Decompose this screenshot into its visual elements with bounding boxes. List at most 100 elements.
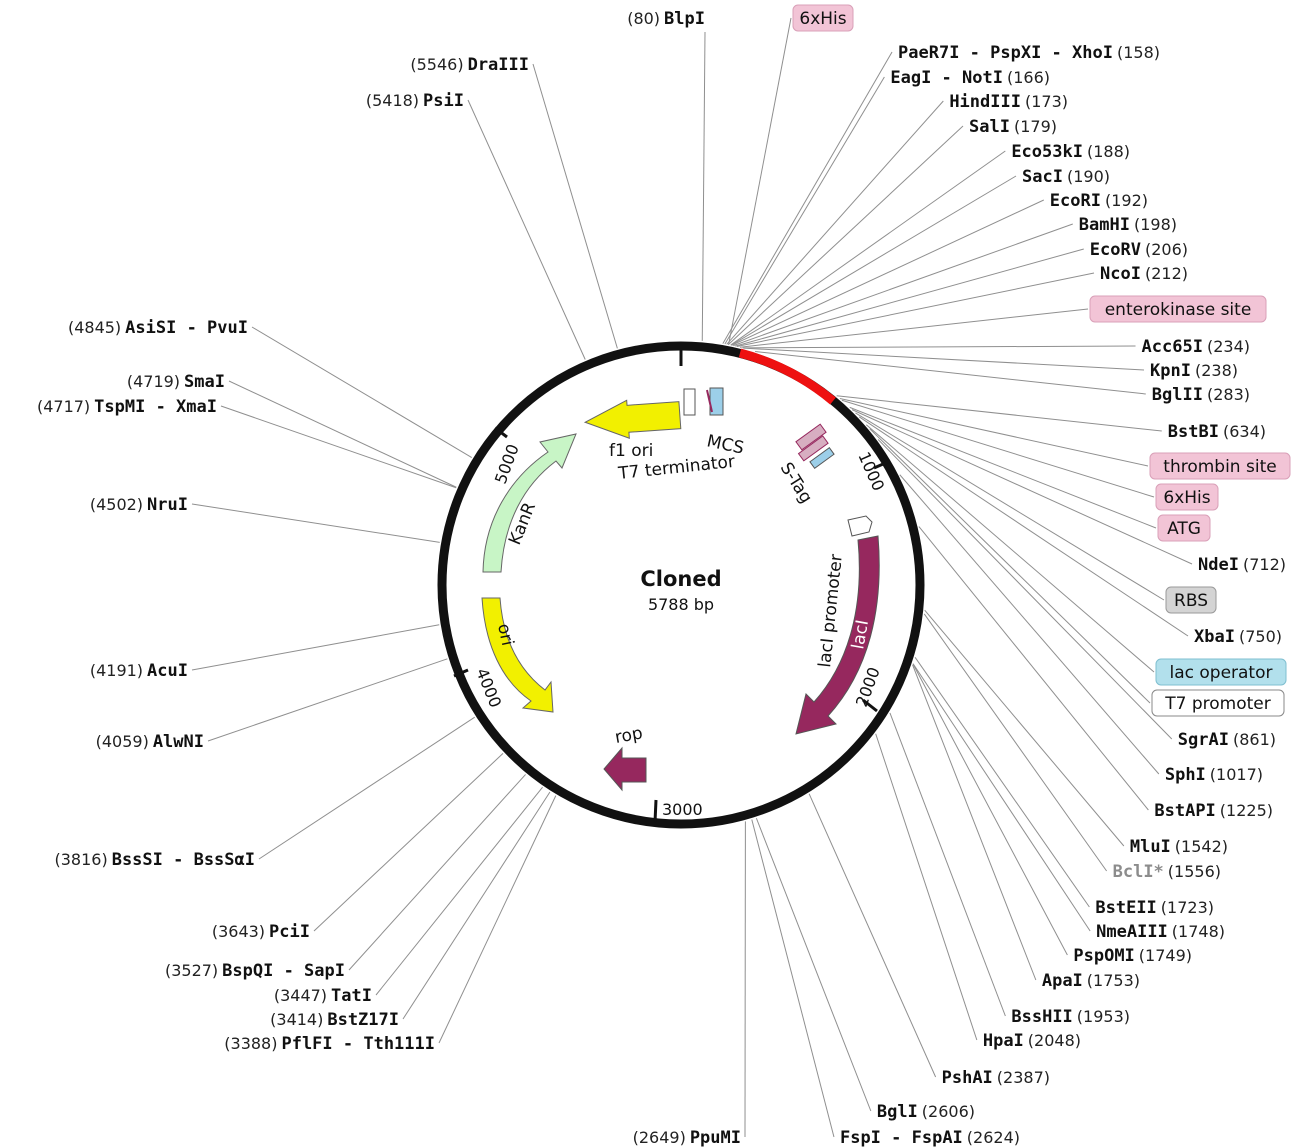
site-leader-line (727, 125, 964, 345)
site-position: (206) (1145, 240, 1188, 259)
feature-leader-line (841, 399, 1155, 498)
tick-label-3000: 3000 (662, 800, 703, 819)
site-position: (3447) (274, 986, 327, 1005)
site-name: PsiI (423, 91, 464, 111)
site-label: SalI (179) (969, 117, 1057, 137)
plasmid-name: Cloned (640, 567, 721, 591)
site-label: (3643) PciI (212, 922, 310, 942)
site-position: (198) (1134, 215, 1177, 234)
site-name: NdeI (1198, 555, 1239, 575)
site-position: (5546) (410, 55, 463, 74)
site-position: (861) (1233, 730, 1276, 749)
site-leader-line (836, 395, 1162, 432)
site-name: AsiSI - PvuI (125, 318, 248, 338)
site-position: (166) (1007, 68, 1050, 87)
site-name: BstBI (1168, 422, 1219, 442)
site-label: EagI - NotI (166) (890, 68, 1050, 88)
kanr-arrow (482, 433, 577, 573)
site-leader-line (899, 474, 1160, 775)
site-leader-line (375, 786, 543, 996)
site-label: EcoRV (206) (1090, 240, 1188, 260)
site-leader-line (912, 663, 1068, 956)
site-label: NcoI (212) (1100, 264, 1188, 284)
site-label: ApaI (1753) (1042, 971, 1140, 991)
site-position: (1748) (1172, 922, 1225, 941)
site-position: (238) (1195, 361, 1238, 380)
feature-leader-line (839, 398, 1149, 467)
site-leader-line (889, 712, 1006, 1017)
rop-label: rop (613, 723, 644, 748)
site-name: BspQI - SapI (222, 961, 345, 981)
site-position: (5418) (366, 91, 419, 110)
feature-box-label: RBS (1174, 591, 1208, 611)
site-name: BstAPI (1154, 801, 1215, 821)
site-position: (3527) (165, 961, 218, 980)
s-tag-feature (795, 423, 835, 469)
laci-label: lacI (848, 618, 873, 651)
site-label: SphI (1017) (1165, 765, 1263, 785)
site-position: (4845) (68, 318, 121, 337)
site-leader-line (755, 817, 872, 1112)
site-name: BstEII (1095, 898, 1156, 918)
site-label: BstEII (1723) (1095, 898, 1214, 918)
site-leader-line (808, 793, 937, 1078)
s-tag-label: S-Tag (776, 459, 816, 507)
site-position: (2624) (967, 1128, 1020, 1147)
site-label: PaeR7I - PspXI - XhoI (158) (898, 43, 1160, 63)
site-name: DraIII (468, 55, 529, 75)
site-name: HpaI (983, 1031, 1024, 1051)
feature-leader-line (728, 17, 792, 345)
site-label: BglII (283) (1152, 385, 1250, 405)
site-label: (3816) BssSI - BssSαI (55, 850, 256, 870)
site-label: (4059) AlwNI (96, 732, 204, 752)
site-label: BamHI (198) (1079, 215, 1177, 235)
feature-box-label: 6xHis (799, 9, 846, 29)
tick-3000 (653, 799, 658, 823)
site-position: (2649) (633, 1128, 686, 1147)
site-leader-line (207, 658, 448, 742)
site-leader-line (914, 657, 1090, 908)
site-position: (173) (1025, 92, 1068, 111)
site-label: PspOMI (1749) (1073, 946, 1192, 966)
site-name: TspMI - XmaI (94, 397, 217, 417)
site-leader-line (724, 76, 885, 345)
site-leader-line (220, 405, 457, 489)
site-position: (158) (1117, 43, 1160, 62)
site-name: SmaI (184, 372, 225, 392)
site-name: PshAI (942, 1068, 993, 1088)
feature-box (1155, 483, 1219, 511)
site-name: XbaI (1194, 627, 1235, 647)
site-name: EcoRI (1050, 191, 1101, 211)
plasmid-size: 5788 bp (648, 595, 714, 614)
site-position: (1753) (1087, 971, 1140, 990)
site-label: (3527) BspQI - SapI (165, 961, 345, 981)
feature-leader-line (849, 406, 1157, 529)
site-leader-line (912, 663, 1091, 932)
site-leader-line (755, 350, 1146, 395)
site-label: BstBI (634) (1168, 422, 1266, 442)
site-name: BglI (877, 1102, 918, 1122)
laci-promoter-label: lacI promoter (815, 553, 847, 668)
site-label: (4717) TspMI - XmaI (37, 397, 217, 417)
site-label: (3388) PflFI - Tth111I (224, 1034, 435, 1054)
site-leader-line (191, 503, 440, 543)
site-name: PaeR7I - PspXI - XhoI (898, 43, 1113, 63)
site-position: (190) (1067, 167, 1110, 186)
site-label: Eco53kI (188) (1011, 142, 1130, 162)
site-position: (1556) (1168, 862, 1221, 881)
site-name: MluI (1130, 837, 1171, 857)
site-position: (283) (1207, 385, 1250, 404)
site-name: BamHI (1079, 215, 1130, 235)
site-label: BstAPI (1225) (1154, 801, 1273, 821)
site-label: SacI (190) (1022, 167, 1110, 187)
s-tag-mark (797, 435, 829, 462)
site-name: EcoRV (1090, 240, 1141, 260)
tick-2000 (862, 698, 878, 713)
site-name: NruI (147, 495, 188, 515)
site-name: EagI - NotI (890, 68, 1003, 88)
his-tag-mark (706, 389, 713, 413)
site-leader-line (735, 248, 1084, 347)
ori-label: ori (493, 622, 517, 648)
